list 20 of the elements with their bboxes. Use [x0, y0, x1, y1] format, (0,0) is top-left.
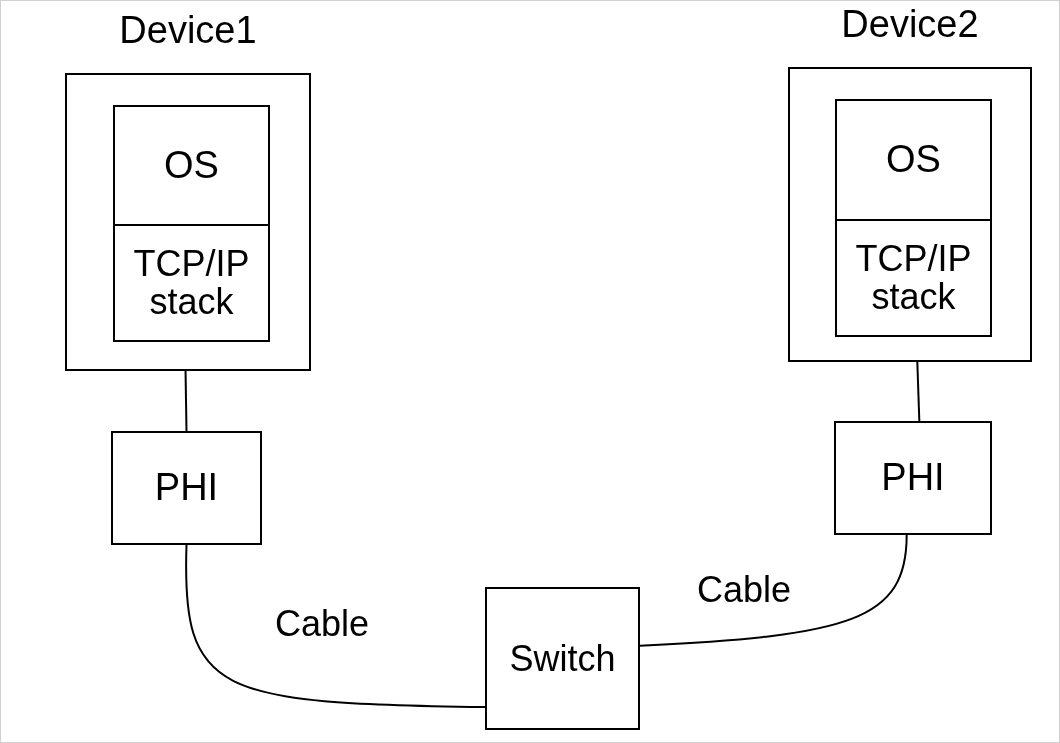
box-label: Switch — [509, 639, 616, 678]
cable-line — [185, 544, 486, 709]
connector-line — [184, 370, 188, 432]
layer-box — [835, 99, 992, 221]
layer-box — [835, 219, 992, 337]
device-title: Device1 — [118, 9, 258, 52]
box-label: OS — [886, 140, 941, 180]
layer-box — [113, 105, 270, 226]
layer-box — [113, 224, 270, 342]
box-label: TCP/IP stack — [854, 240, 973, 316]
component-box — [111, 431, 262, 545]
component-box — [834, 421, 992, 535]
box-label: PHI — [154, 468, 219, 508]
device-title: Device2 — [840, 3, 980, 46]
box-label: PHI — [881, 458, 945, 498]
cable-line — [639, 534, 908, 647]
component-box — [485, 587, 640, 730]
box-label: TCP/IP stack — [132, 245, 251, 321]
connector-line — [916, 361, 921, 422]
box-label: OS — [164, 145, 219, 186]
